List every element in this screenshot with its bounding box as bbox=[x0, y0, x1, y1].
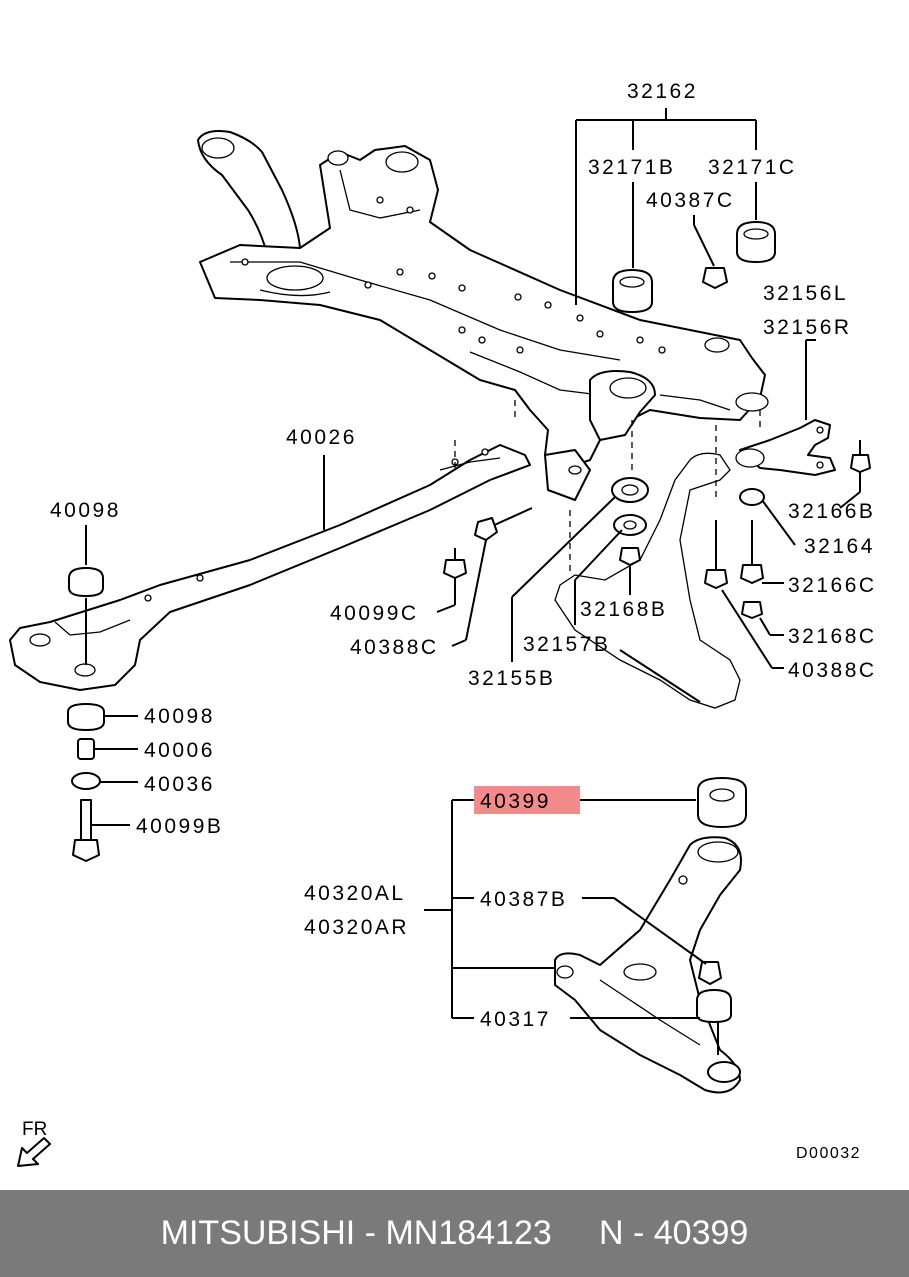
bolt-40099C bbox=[443, 548, 467, 579]
fr-label: FR bbox=[22, 1119, 47, 1140]
bushing-40098-top bbox=[68, 567, 104, 597]
label-40099B: 40099B bbox=[136, 815, 223, 838]
label-40036: 40036 bbox=[144, 773, 215, 796]
lower-arm-ghost bbox=[85, 400, 761, 709]
stay-40026 bbox=[9, 444, 531, 691]
label-40387C: 40387C bbox=[646, 189, 735, 212]
leader-lines bbox=[85, 108, 861, 1019]
bolt-40099B bbox=[72, 799, 100, 862]
ball-joint-40317 bbox=[696, 989, 741, 1083]
label-40388C-left: 40388C bbox=[350, 636, 439, 659]
label-40320AR: 40320AR bbox=[304, 916, 409, 939]
label-32156R: 32156R bbox=[763, 316, 852, 339]
bolt-40388C-right bbox=[704, 520, 728, 589]
collar-40006 bbox=[77, 738, 95, 760]
label-32168C: 32168C bbox=[788, 625, 877, 648]
bushing-40098-bottom bbox=[67, 703, 105, 731]
lower-arm-40320 bbox=[554, 836, 742, 1094]
label-32162: 32162 bbox=[627, 80, 698, 103]
label-40006: 40006 bbox=[144, 739, 215, 762]
diagram-code: D00032 bbox=[796, 1145, 861, 1162]
label-40026: 40026 bbox=[286, 426, 357, 449]
label-40387B: 40387B bbox=[480, 888, 567, 911]
nut-40387C bbox=[702, 267, 728, 289]
bolt-40388C-left bbox=[474, 507, 533, 541]
bushing-32171B bbox=[612, 269, 653, 313]
label-32156L: 32156L bbox=[763, 282, 848, 305]
label-40388C-right: 40388C bbox=[788, 659, 877, 682]
part-labels: 32162 32171B 32171C 40387C 32156L 32156R… bbox=[50, 80, 877, 1031]
washer-32155B bbox=[611, 477, 649, 503]
label-40099C: 40099C bbox=[330, 602, 419, 625]
label-40320AL: 40320AL bbox=[304, 882, 406, 905]
bushing-32171C bbox=[736, 221, 776, 263]
label-32166C: 32166C bbox=[788, 574, 877, 597]
washer-40036 bbox=[71, 772, 101, 790]
nut-32168B bbox=[619, 547, 641, 566]
front-direction-indicator: FR bbox=[17, 1119, 51, 1167]
arrow-icon bbox=[17, 1137, 51, 1167]
washer-32164 bbox=[739, 488, 765, 506]
footer-bar: MITSUBISHI - MN184123 N - 40399 bbox=[0, 1190, 909, 1277]
crossmember-32162 bbox=[197, 130, 769, 501]
label-32171C: 32171C bbox=[708, 156, 797, 179]
label-32157B: 32157B bbox=[523, 633, 610, 656]
highlight-40399 bbox=[474, 786, 580, 814]
label-40399: 40399 bbox=[480, 790, 551, 813]
label-32155B: 32155B bbox=[468, 667, 555, 690]
label-40098-bottom: 40098 bbox=[144, 705, 215, 728]
nut-32168C bbox=[741, 601, 763, 619]
label-32171B: 32171B bbox=[588, 156, 675, 179]
label-32164: 32164 bbox=[804, 535, 875, 558]
nut-40387B bbox=[698, 961, 722, 985]
label-32168B: 32168B bbox=[580, 598, 667, 621]
parts-diagram: 32162 32171B 32171C 40387C 32156L 32156R… bbox=[9, 80, 877, 1167]
label-40317: 40317 bbox=[480, 1008, 551, 1031]
bolt-32166C bbox=[740, 520, 764, 584]
bushing-40399 bbox=[697, 777, 747, 828]
label-32166B: 32166B bbox=[788, 500, 875, 523]
bracket-32156 bbox=[735, 419, 836, 476]
label-40098-top: 40098 bbox=[50, 499, 121, 522]
footer-title: MITSUBISHI - MN184123 N - 40399 bbox=[160, 1214, 749, 1252]
bolt-32166B bbox=[850, 440, 871, 473]
